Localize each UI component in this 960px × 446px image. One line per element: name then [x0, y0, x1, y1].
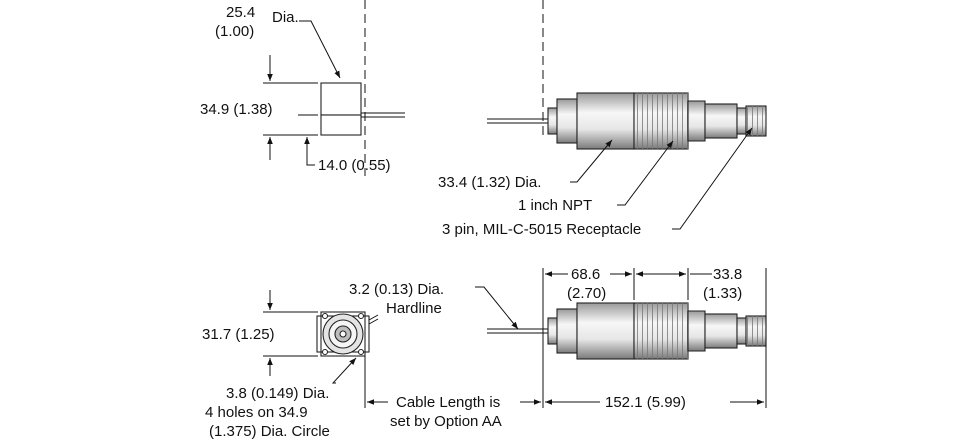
side-receptacle-label: 3 pin, MIL-C-5015 Receptacle: [442, 221, 641, 238]
holes-line2: 4 holes on 34.9: [205, 404, 308, 421]
hardline-line2: Hardline: [386, 300, 442, 317]
side-view: 33.4 (1.32) Dia. 1 inch NPT 3 pin, MIL-C…: [438, 92, 767, 238]
top-dia-value-in: (1.00): [215, 23, 254, 40]
bottom-view: 3.2 (0.13) Dia. Hardline 68.6 (2.70) 33.…: [349, 266, 767, 430]
top-view: 25.4 (1.00) Dia. 34.9 (1.38) 14.0 (0.55): [200, 4, 405, 174]
top-height-label: 34.9 (1.38): [200, 101, 273, 118]
connector-length-in: (1.33): [703, 285, 742, 302]
sensor-top-base: [320, 114, 362, 136]
side-body: [576, 92, 635, 150]
end-view: 31.7 (1.25) 3.8 (0.149) Dia. 4 holes on …: [202, 290, 379, 440]
mount-hole: [357, 312, 365, 320]
top-dia-label: Dia.: [272, 9, 299, 26]
holes-line3: (1.375) Dia. Circle: [209, 423, 330, 440]
mount-hole: [321, 312, 329, 320]
cable-length-line2: set by Option AA: [390, 413, 502, 430]
connector-length-label: 33.8: [713, 266, 742, 283]
top-base-label: 14.0 (0.55): [318, 157, 391, 174]
holes-line1: 3.8 (0.149) Dia.: [226, 385, 329, 402]
top-dia-value: 25.4: [226, 4, 255, 21]
body-length-in: (2.70): [567, 285, 606, 302]
end-width-label: 31.7 (1.25): [202, 326, 275, 343]
body-length-label: 68.6: [571, 266, 600, 283]
cable-length-line1: Cable Length is: [396, 394, 500, 411]
hardline-line1: 3.2 (0.13) Dia.: [349, 281, 444, 298]
bottom-body: [576, 302, 635, 360]
overall-length-label: 152.1 (5.99): [605, 394, 686, 411]
mount-hole: [321, 348, 329, 356]
side-thread-label: 1 inch NPT: [518, 197, 592, 214]
mount-hole: [357, 348, 365, 356]
sensor-top-body: [320, 82, 362, 116]
side-body-dia: 33.4 (1.32) Dia.: [438, 174, 541, 191]
